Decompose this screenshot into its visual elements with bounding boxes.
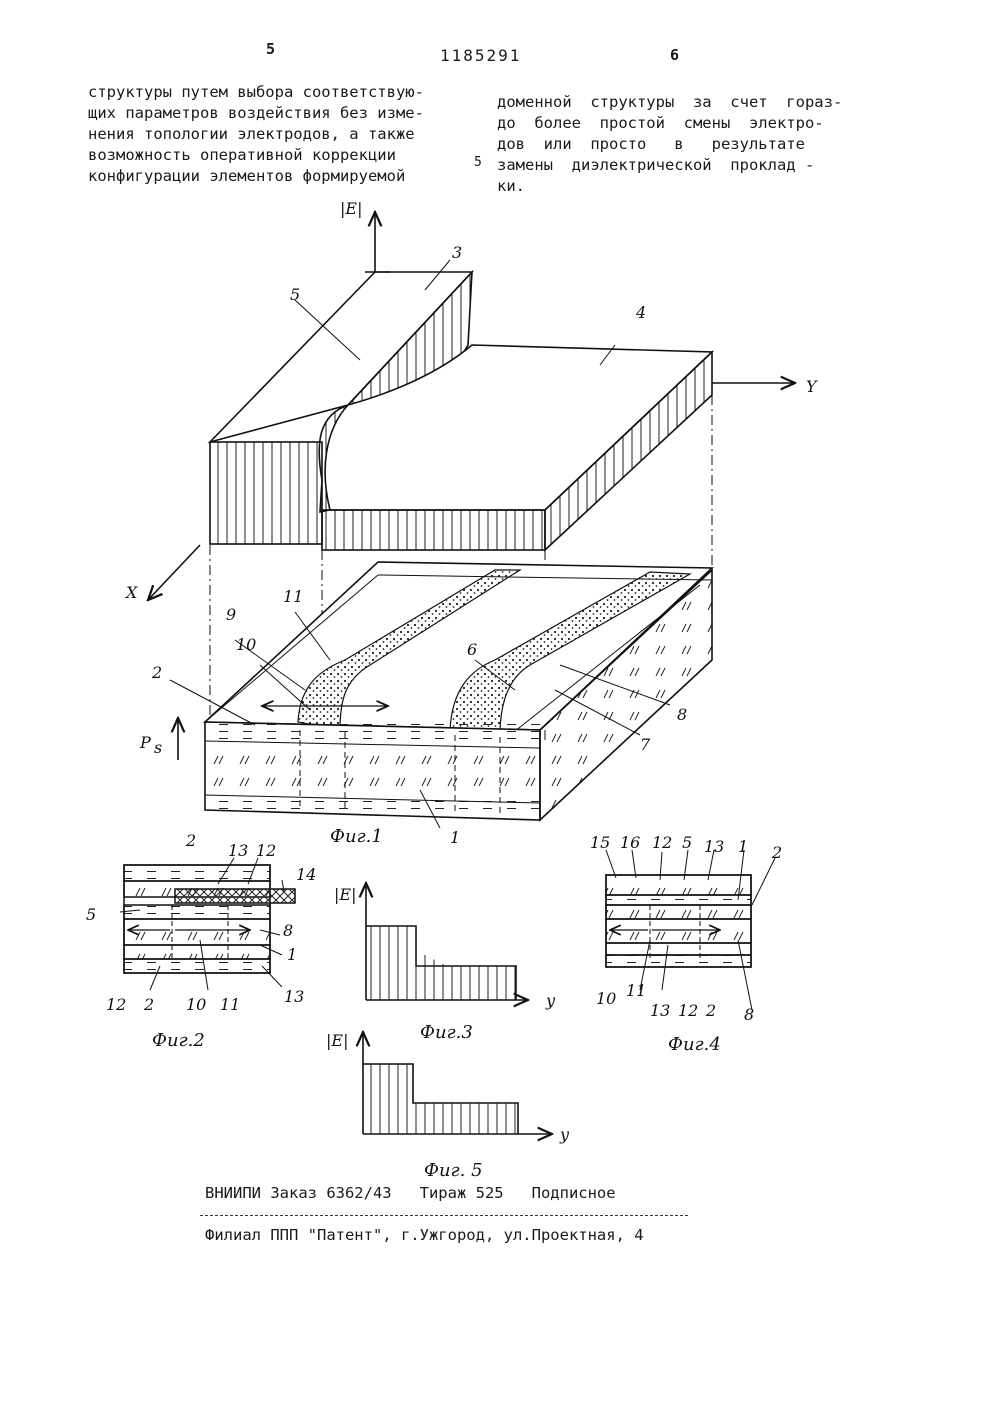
fig2-label-5: 5 — [86, 905, 96, 924]
fig4-label-11: 11 — [626, 981, 646, 1000]
fig2-label-11: 11 — [220, 995, 240, 1014]
figure-1 — [148, 212, 795, 828]
fig3-caption: Фиг.3 — [420, 1022, 473, 1043]
fig1-label-7: 7 — [640, 735, 651, 754]
electrode-3-front — [210, 442, 322, 544]
fig1-label-6: 6 — [467, 640, 477, 659]
footer-divider — [200, 1215, 688, 1216]
fig2-caption: Фиг.2 — [152, 1030, 205, 1051]
fig4-label-2-top: 2 — [771, 843, 782, 862]
fig1-axis-ps: P — [139, 733, 151, 752]
fig4-label-10: 10 — [596, 989, 616, 1008]
fig1-label-4: 4 — [635, 303, 646, 322]
fig1-axis-x: X — [124, 583, 138, 602]
fig4-label-13-top: 13 — [704, 837, 724, 856]
fig4-label-15: 15 — [590, 833, 610, 852]
footer-order-line: ВНИИПИ Заказ 6362/43 Тираж 525 Подписное — [205, 1184, 616, 1202]
fig2-label-8: 8 — [283, 921, 293, 940]
fig1-label-9: 9 — [226, 605, 236, 624]
fig1-axis-y: Y — [806, 377, 818, 396]
fig5-axis-y: y — [559, 1125, 570, 1144]
fig5-axis-e: |E| — [326, 1031, 348, 1050]
fig4-label-5: 5 — [682, 833, 692, 852]
fig1-axis-ps-sub: s — [154, 738, 162, 757]
fig1-label-11: 11 — [283, 587, 303, 606]
fig1-label-10: 10 — [236, 635, 256, 654]
fig1-label-1: 1 — [450, 828, 460, 847]
figure-5 — [363, 1032, 552, 1134]
fig4-label-1: 1 — [738, 837, 748, 856]
axis-x-arrow — [148, 545, 200, 600]
fig1-label-5: 5 — [290, 285, 300, 304]
figure-2 — [120, 858, 295, 990]
fig3-axis-e: |E| — [334, 885, 356, 904]
fig4-caption: Фиг.4 — [668, 1034, 721, 1055]
fig4-label-2-bottom: 2 — [705, 1001, 716, 1020]
fig4-label-16: 16 — [620, 833, 640, 852]
fig1-caption: Фиг.1 — [330, 826, 383, 847]
fig4-label-12-top: 12 — [652, 833, 672, 852]
fig2-label-10: 10 — [186, 995, 206, 1014]
fig2-label-14: 14 — [296, 865, 316, 884]
fig1-axis-e: |E| — [340, 199, 362, 218]
fig2-label-13-top: 13 — [228, 841, 248, 860]
fig4-label-8: 8 — [744, 1005, 754, 1024]
electrode-4-front — [322, 510, 545, 550]
fig1-label-8: 8 — [677, 705, 687, 724]
fig2-label-2-bottom: 2 — [143, 995, 154, 1014]
fig2-label-12-top: 12 — [256, 841, 276, 860]
footer-address-line: Филиал ППП "Патент", г.Ужгород, ул.Проек… — [205, 1226, 644, 1244]
fig4-label-12-bottom: 12 — [678, 1001, 698, 1020]
fig1-label-3: 3 — [452, 243, 462, 262]
fig4-label-13-bottom: 13 — [650, 1001, 670, 1020]
fig2-label-2-top: 2 — [185, 831, 196, 850]
fig3-axis-y: y — [545, 991, 556, 1010]
figures-drawing: |E| Y X P s 1 2 3 4 5 6 7 8 9 10 11 Фиг.… — [0, 0, 1000, 1180]
figure-3 — [366, 883, 528, 1000]
fig1-label-2: 2 — [151, 663, 162, 682]
fig2-label-12-bottom: 12 — [106, 995, 126, 1014]
fig5-caption: Фиг. 5 — [424, 1160, 483, 1180]
fig2-label-1: 1 — [287, 945, 297, 964]
fig2-label-13-bottom: 13 — [284, 987, 304, 1006]
